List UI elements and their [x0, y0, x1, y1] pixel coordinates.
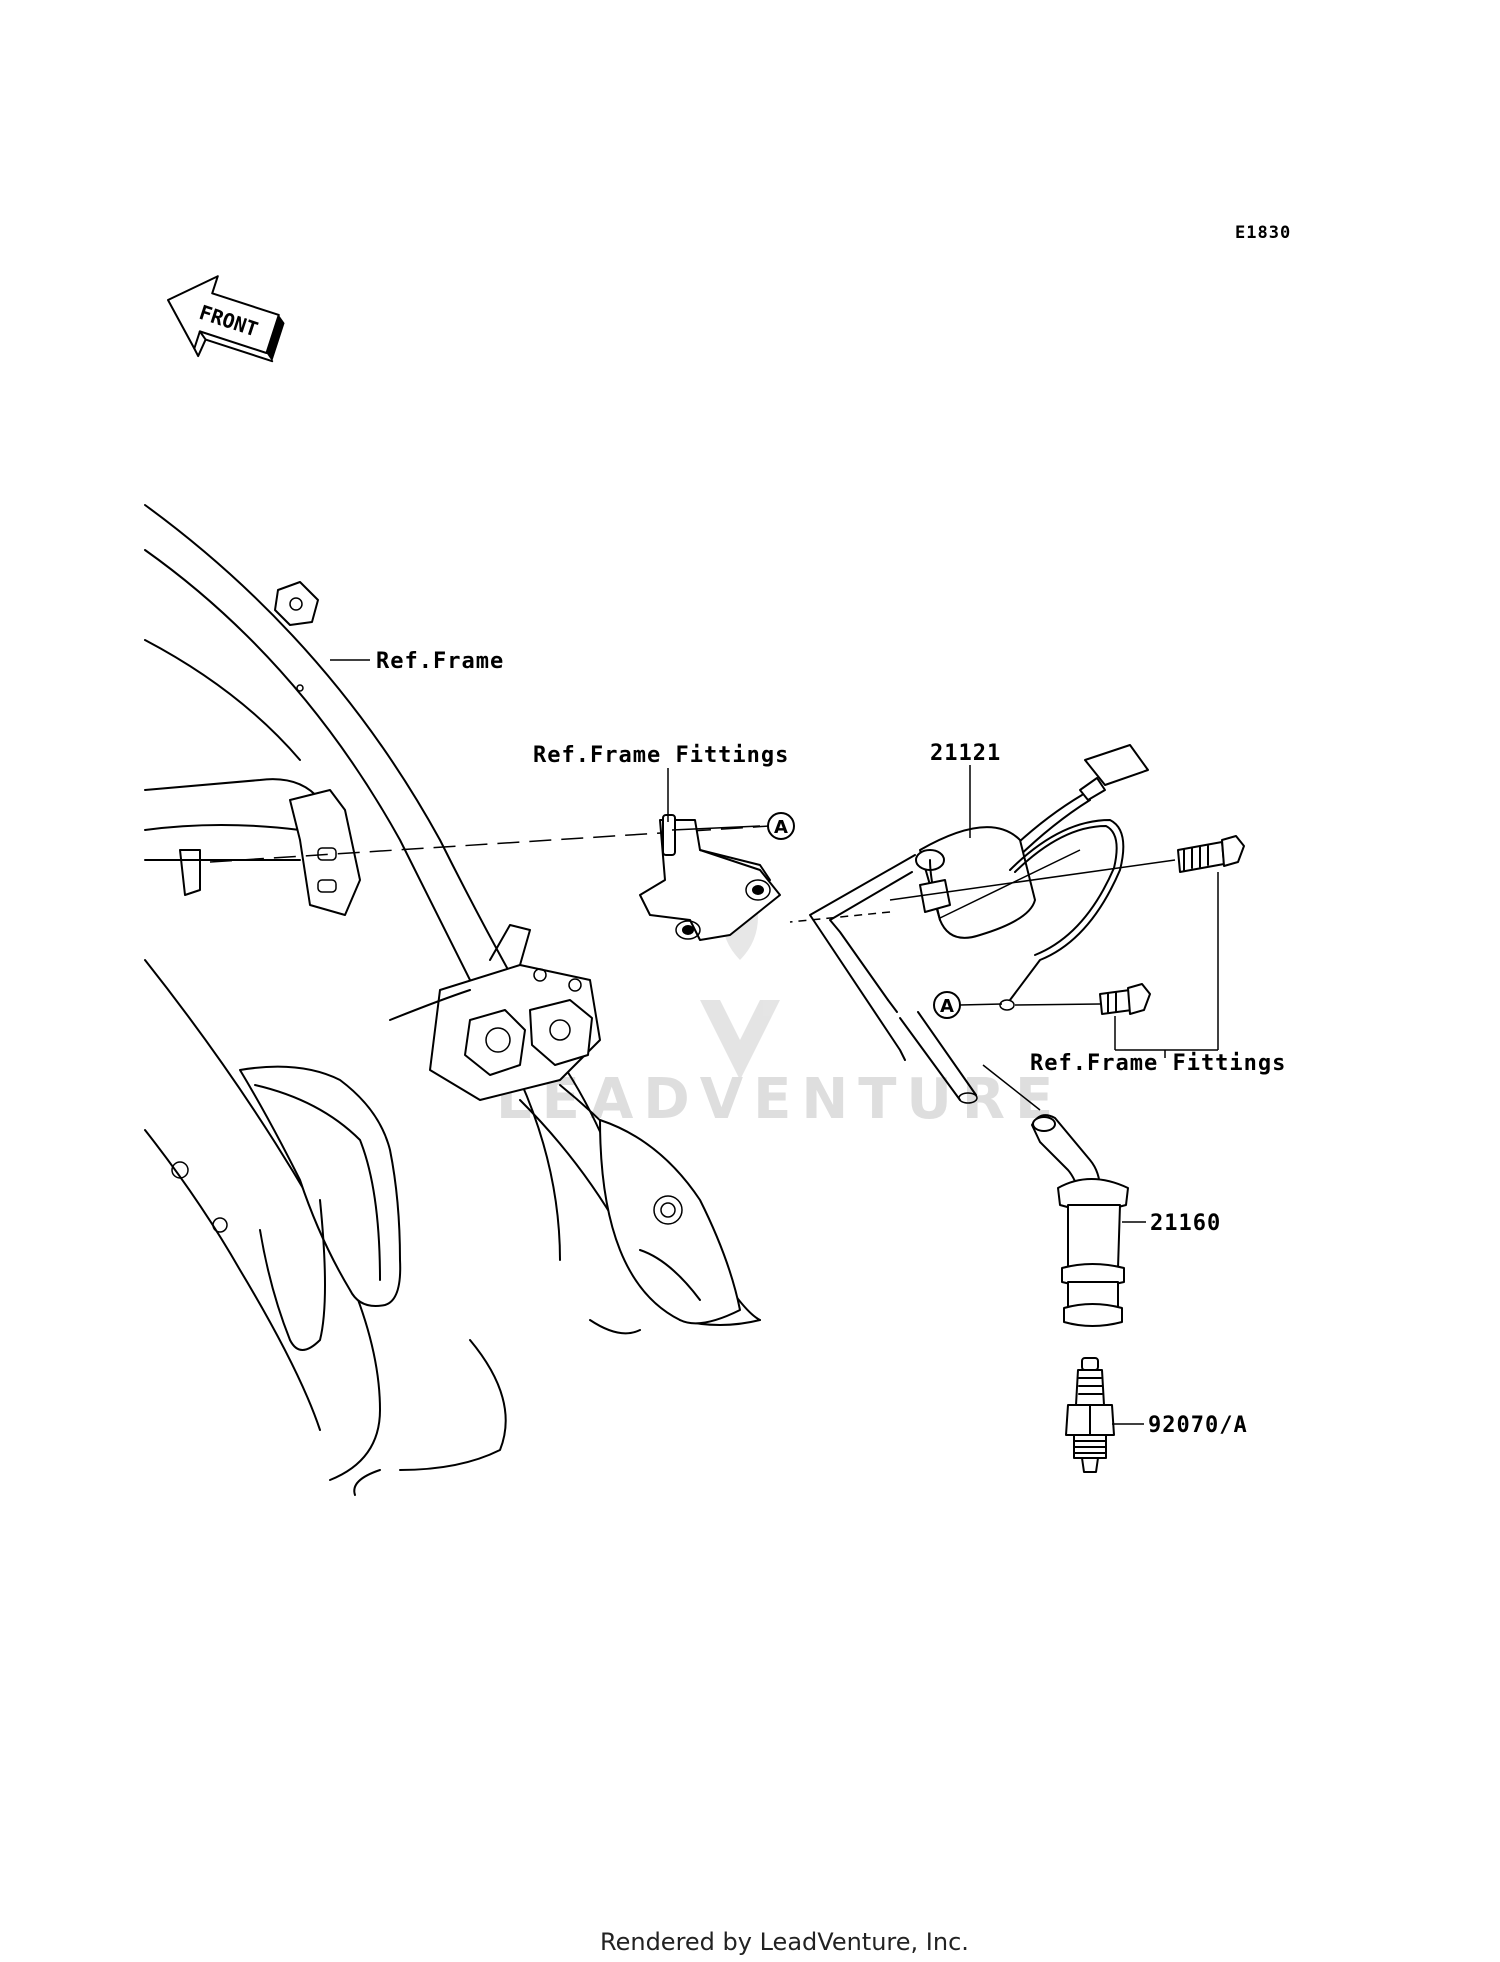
svg-text:A: A — [940, 996, 954, 1017]
front-arrow-icon: FRONT — [167, 275, 285, 363]
diagram-code: E1830 — [1235, 223, 1291, 243]
bracket-to-a-line — [671, 825, 761, 831]
bolt-upper — [1177, 835, 1245, 873]
ref-frame-fittings-top-label: Ref.Frame Fittings — [533, 743, 789, 768]
coil-bolt-line-upper — [889, 859, 1176, 901]
frame-drawing — [144, 504, 761, 1496]
coil-to-bracket-dash — [789, 911, 891, 923]
bolt-lower — [1099, 983, 1151, 1015]
part-label-21121: 21121 — [930, 741, 1001, 766]
watermark-text: LEADVENTURE — [496, 1067, 1063, 1132]
fittings-bottom-leader — [1114, 872, 1219, 1058]
part-label-92070a: 92070/A — [1148, 1413, 1248, 1438]
coil-link-line — [939, 849, 1081, 919]
footer-credit: Rendered by LeadVenture, Inc. — [600, 1928, 969, 1956]
svg-text:A: A — [774, 817, 788, 838]
connection-marker-a-lower: A — [933, 991, 961, 1019]
lead-to-cap-line — [982, 1064, 1041, 1111]
ignition-coil — [809, 744, 1149, 1104]
ref-frame-label: Ref.Frame — [376, 649, 504, 674]
ref-frame-fittings-bottom-label: Ref.Frame Fittings — [1030, 1051, 1286, 1076]
coil-bracket — [639, 814, 781, 941]
marker-a-lower-line — [959, 1003, 1003, 1006]
spark-plug-cap — [1031, 1114, 1129, 1327]
connection-marker-a-upper: A — [767, 812, 795, 840]
coil-bolt-line-lower — [1014, 1003, 1101, 1006]
part-label-21160: 21160 — [1150, 1211, 1221, 1236]
spark-plug — [1065, 1357, 1115, 1473]
